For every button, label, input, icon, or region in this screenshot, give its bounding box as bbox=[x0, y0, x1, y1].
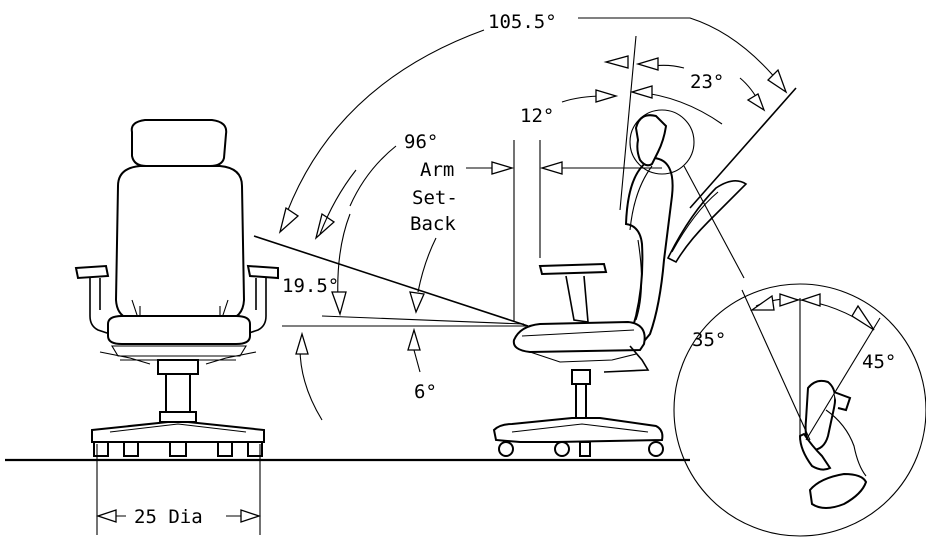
headrest-callout-circle bbox=[629, 109, 695, 175]
seat-pan-angle-label: 6° bbox=[414, 381, 437, 403]
back-adjust-angle-label: 23° bbox=[690, 71, 724, 93]
headrest-front-angle-label: 45° bbox=[862, 351, 896, 373]
base-diameter-dimension: 25 Dia bbox=[95, 444, 262, 535]
side-view-chair bbox=[492, 114, 748, 457]
side-headrest bbox=[634, 114, 668, 167]
seat-plane-line bbox=[321, 315, 525, 325]
seat-tilt-angle-label: 19.5° bbox=[282, 275, 339, 297]
seat-tilt-line bbox=[253, 235, 529, 327]
headrest-detail bbox=[798, 379, 868, 509]
front-seat bbox=[107, 315, 251, 345]
side-base bbox=[492, 417, 664, 443]
front-armrest-right bbox=[246, 264, 279, 280]
arm-setback-label-2: Set- bbox=[412, 187, 458, 209]
headrest-detail-circle bbox=[673, 283, 926, 537]
front-gas-cylinder bbox=[157, 359, 199, 375]
front-armrest-left bbox=[74, 264, 110, 280]
back-front-angle-label: 12° bbox=[520, 105, 554, 127]
arm-setback-label-1: Arm bbox=[420, 159, 454, 181]
front-backrest bbox=[114, 165, 246, 321]
base-diameter-label: 25 Dia bbox=[134, 506, 203, 528]
recline-total-angle-label: 105.5° bbox=[488, 11, 557, 33]
front-base bbox=[91, 421, 265, 443]
side-backrest bbox=[624, 156, 674, 348]
back-upright-line bbox=[619, 35, 637, 211]
seat-tilt-arc bbox=[299, 347, 323, 421]
arm-setback-label-3: Back bbox=[410, 213, 456, 235]
front-headrest bbox=[130, 119, 228, 167]
seat-back-angle-label: 96° bbox=[404, 131, 438, 153]
recline-total-arc bbox=[281, 29, 485, 227]
headrest-back-angle-label: 35° bbox=[692, 329, 726, 351]
back-recline-line bbox=[689, 87, 797, 209]
side-gas-cylinder bbox=[571, 369, 591, 385]
seat-back-arc bbox=[349, 145, 397, 207]
front-view-chair bbox=[74, 119, 279, 457]
side-armrest bbox=[538, 262, 608, 276]
side-seat bbox=[512, 320, 646, 354]
reclined-back-outline bbox=[666, 180, 748, 264]
